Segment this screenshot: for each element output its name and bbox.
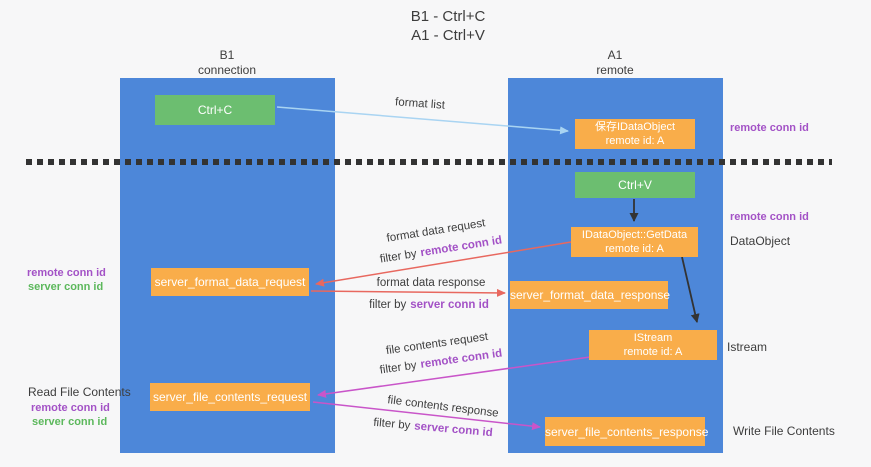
dashed-separator-line [26,159,832,165]
node-ctrl-c: Ctrl+C [155,95,275,125]
diagram-title: B1 - Ctrl+C A1 - Ctrl+V [411,7,486,45]
node-istream: IStream remote id: A [589,330,717,360]
label-remote-conn-id-left-1: remote conn id [27,267,106,279]
label-server-conn-id-left-1: server conn id [28,281,104,293]
node-server-file-contents-response: server_file_contents_response [545,417,709,446]
save-idataobject-line2: remote id: A [605,135,665,147]
label-file-contents-response: file contents response [386,394,500,420]
node-idataobject-getdata: IDataObject::GetData remote id: A [571,227,698,257]
filter-by-text: filter by [369,299,407,311]
server-conn-id-text: server conn id [410,299,489,311]
lane-header-a1: A1 remote [555,48,675,78]
node-server-file-contents-request: server_file_contents_request [150,383,310,411]
label-format-list: format list [394,96,446,112]
filter-by-text: filter by [379,359,418,377]
lane-b1-name: B1 [219,48,235,62]
node-save-idataobject: 保存IDataObject remote id: A [575,119,695,149]
remote-conn-id-text: remote conn id [419,347,503,371]
getdata-line2: remote id: A [605,243,664,255]
save-idataobject-line1: 保存IDataObject [594,121,676,133]
istream-line1: IStream [633,332,673,344]
label-write-file-contents: Write File Contents [733,424,835,438]
ctrl-c-label: Ctrl+C [197,103,233,117]
server-conn-id-text: server conn id [413,420,494,440]
arrow-format-data-response [310,288,506,297]
label-dataobject: DataObject [730,234,791,248]
label-remote-conn-id-left-2: remote conn id [31,402,110,414]
filter-by-text: filter by [372,416,411,432]
server-file-contents-response-label: server_file_contents_response [545,424,709,439]
label-format-data-response: format data response [376,277,486,289]
node-ctrl-v: Ctrl+V [575,172,695,198]
lane-a1-role: remote [596,63,634,77]
label-remote-conn-id-right-mid: remote conn id [730,211,809,223]
istream-line2: remote id: A [623,346,683,358]
server-file-contents-request-label: server_file_contents_request [152,390,308,404]
lane-header-b1: B1 connection [167,48,287,78]
label-read-file-contents: Read File Contents [28,385,131,399]
server-format-data-request-label: server_format_data_request [154,275,306,289]
node-server-format-data-response: server_format_data_response [510,281,671,309]
lane-b1-role: connection [197,63,257,77]
lane-a1-name: A1 [607,48,623,62]
label-remote-conn-id-right-top: remote conn id [730,122,809,134]
ctrl-v-label: Ctrl+V [618,178,652,192]
getdata-line1: IDataObject::GetData [581,229,688,241]
filter-by-text: filter by [379,247,418,266]
node-server-format-data-request: server_format_data_request [151,268,309,296]
title-line-1: B1 - Ctrl+C [410,8,486,25]
title-line-2: A1 - Ctrl+V [411,27,485,44]
label-istream: Istream [727,340,768,354]
label-server-conn-id-left-2: server conn id [32,416,108,428]
server-format-data-response-label: server_format_data_response [510,288,671,302]
remote-conn-id-text: remote conn id [419,234,503,260]
